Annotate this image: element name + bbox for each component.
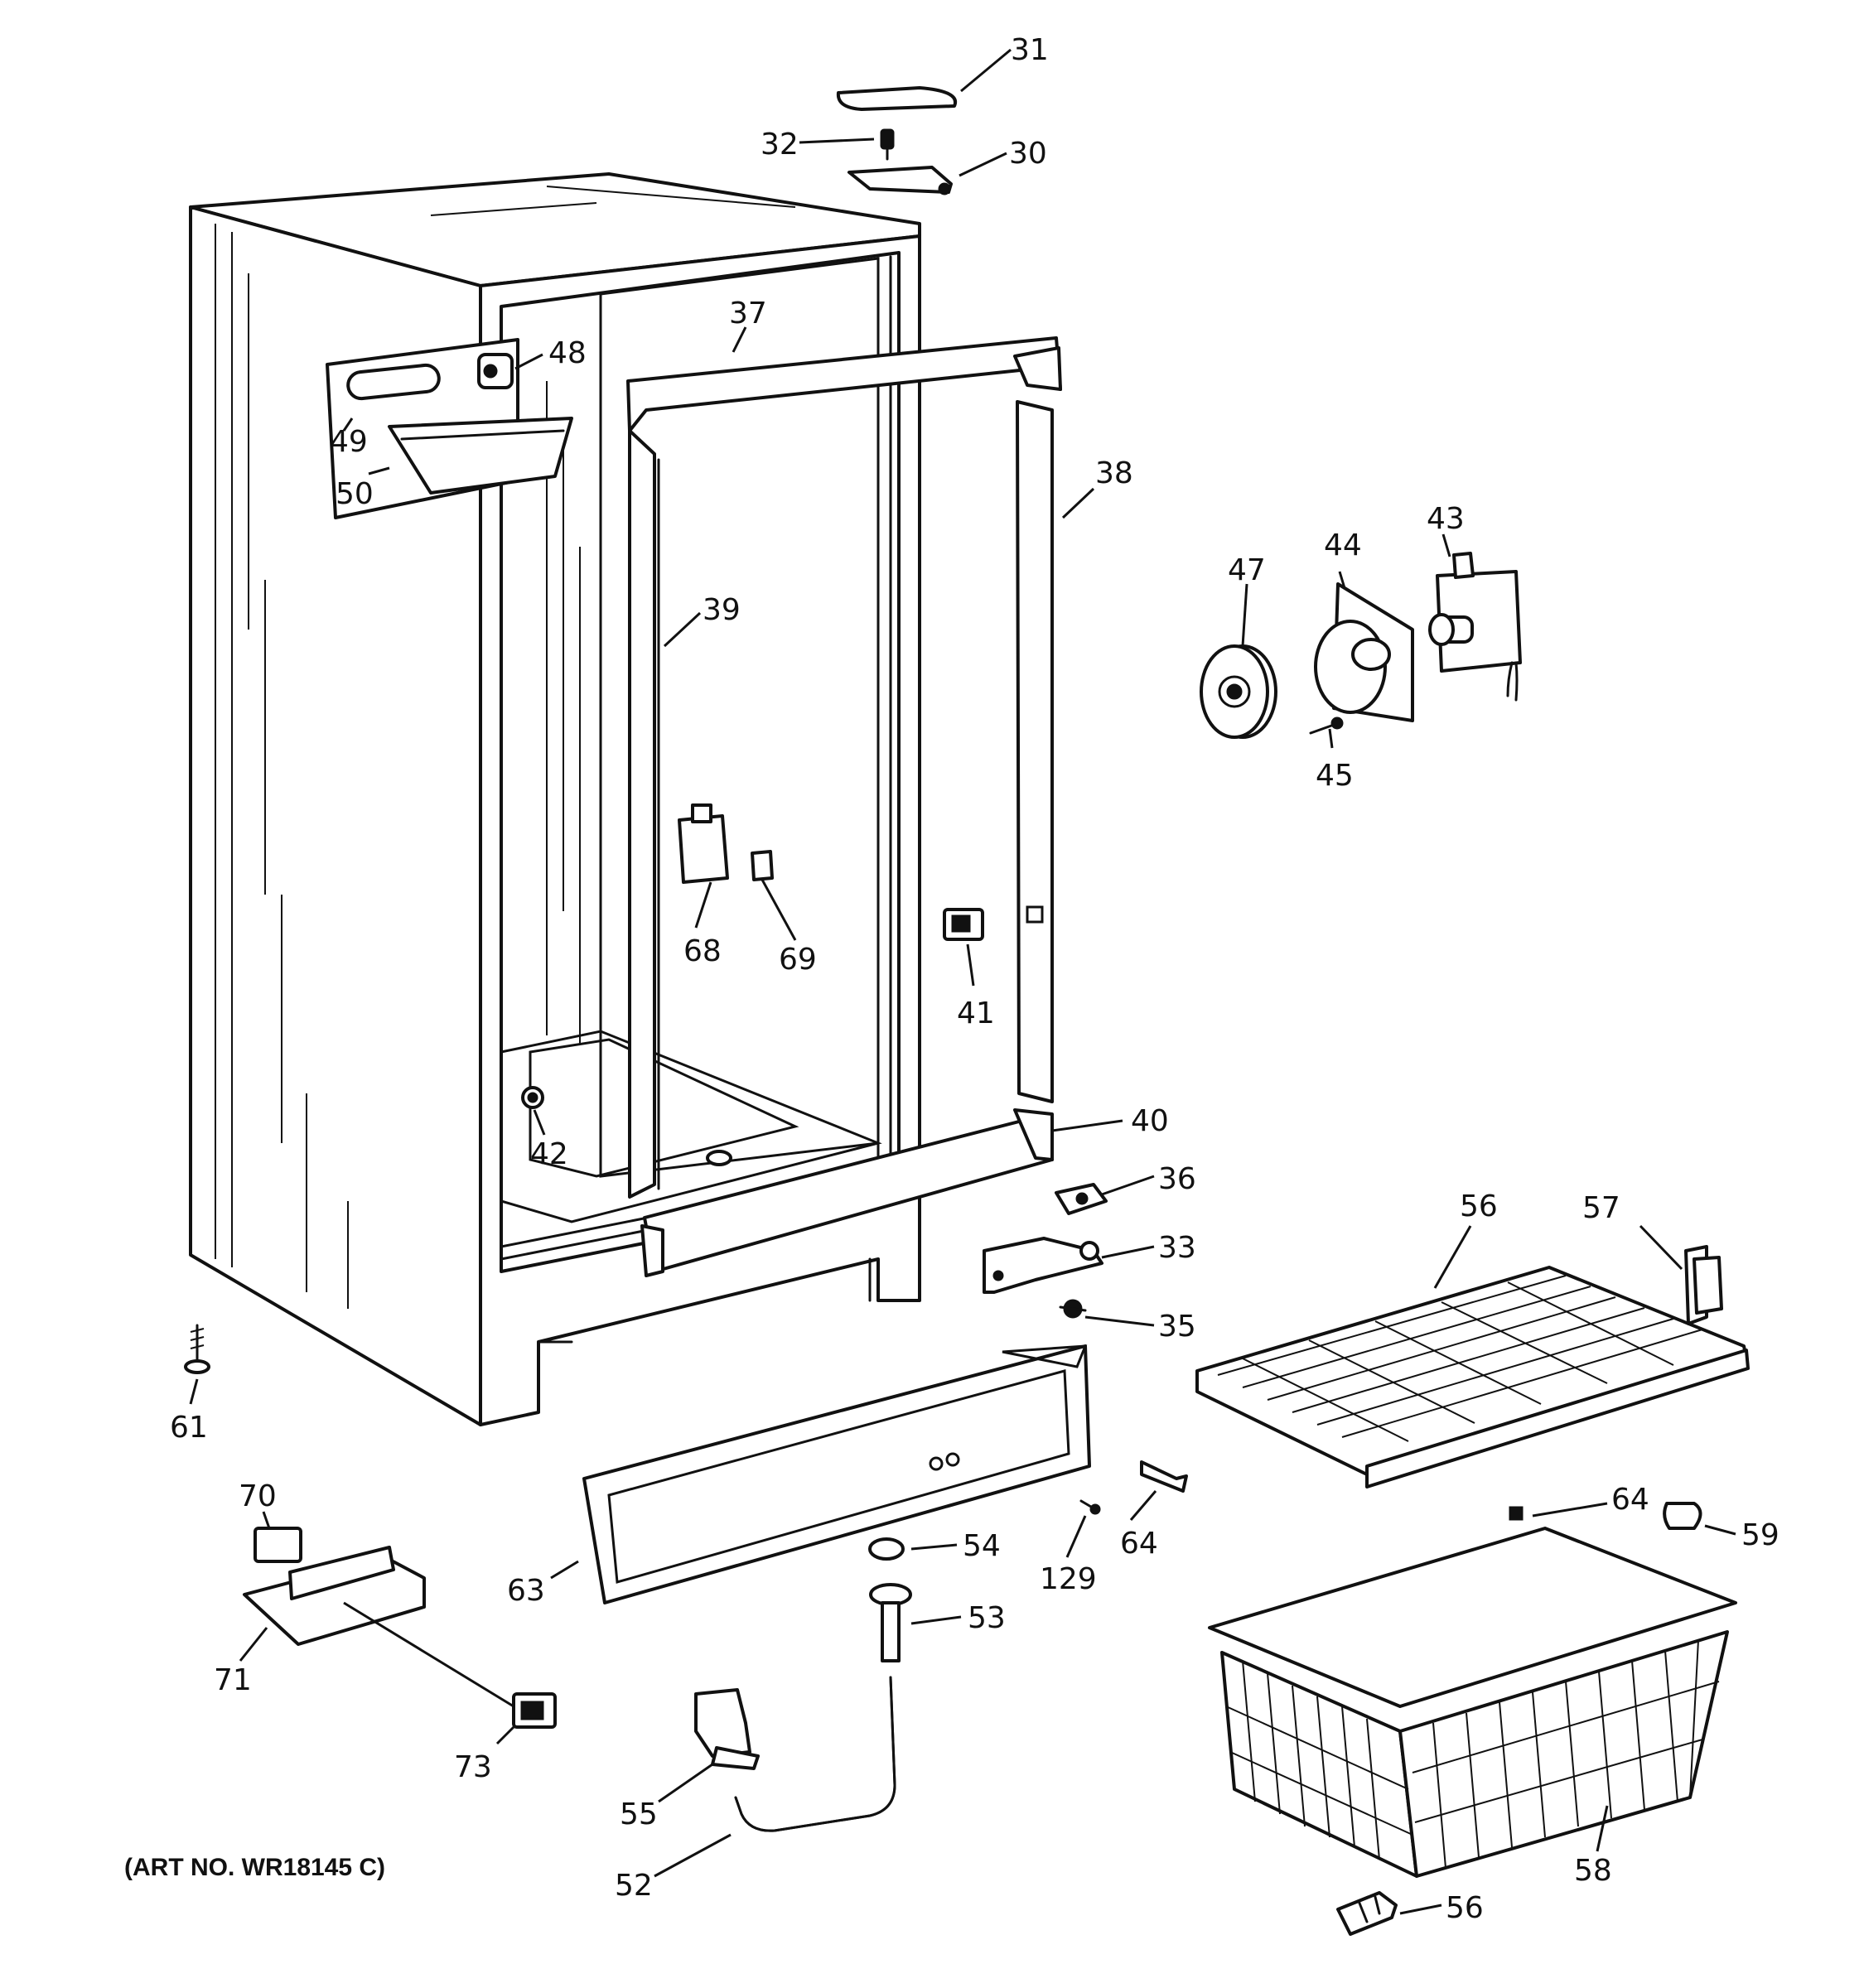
- socket-48: [477, 353, 514, 389]
- callout-44: 44: [1324, 528, 1362, 562]
- callout-31: 31: [1011, 33, 1049, 67]
- callout-71: 71: [214, 1663, 252, 1697]
- callout-57: 57: [1582, 1191, 1620, 1225]
- callout-68: 68: [683, 934, 722, 968]
- callout-52: 52: [615, 1869, 653, 1903]
- callout-30: 30: [1009, 137, 1047, 171]
- screw-32: [880, 128, 895, 161]
- callout-38: 38: [1095, 456, 1133, 490]
- pin-64: [1140, 1460, 1188, 1493]
- callout-42: 42: [530, 1137, 568, 1171]
- control-housing-44: [1314, 582, 1414, 722]
- callout-129: 129: [1040, 1562, 1097, 1596]
- wire-basket-58: [1208, 1527, 1737, 1878]
- callout-56-support: 56: [1446, 1891, 1484, 1925]
- callout-39: 39: [703, 593, 741, 627]
- callout-58: 58: [1574, 1854, 1612, 1888]
- callout-41: 41: [957, 996, 995, 1030]
- callout-33: 33: [1158, 1231, 1196, 1265]
- callout-45: 45: [1316, 759, 1354, 793]
- gasket-top-37: [626, 336, 1062, 432]
- callout-40: 40: [1131, 1104, 1169, 1138]
- callout-35: 35: [1158, 1310, 1196, 1344]
- drain-cap-54: [868, 1537, 905, 1561]
- hinge-33: [983, 1237, 1103, 1294]
- gasket-left-39: [628, 429, 660, 1199]
- callout-64-nut: 64: [1611, 1483, 1649, 1517]
- drain-tube-53: [869, 1583, 912, 1662]
- callout-55: 55: [620, 1797, 658, 1831]
- callout-63: 63: [507, 1574, 545, 1608]
- cabinet: [189, 172, 921, 1426]
- hinge-pin-36: [1055, 1183, 1108, 1215]
- callout-labels: 31 32 30 37 48 49 50 38 39 47 44 43 45 6…: [170, 33, 1779, 1925]
- callout-61: 61: [170, 1411, 208, 1445]
- thermostat-cover-68: [678, 803, 729, 884]
- callout-53: 53: [968, 1601, 1006, 1635]
- callout-70: 70: [239, 1479, 277, 1513]
- hinge-plate-30: [847, 166, 953, 195]
- callout-59: 59: [1741, 1518, 1779, 1552]
- drain-clip-55: [694, 1688, 760, 1770]
- relay-70: [254, 1527, 302, 1563]
- callout-54: 54: [963, 1529, 1001, 1563]
- callout-48: 48: [548, 336, 587, 370]
- leveling-screw-61: [184, 1324, 210, 1374]
- basket-support-56: [1336, 1891, 1398, 1936]
- callout-32: 32: [761, 128, 799, 162]
- callout-56-shelf: 56: [1460, 1189, 1498, 1223]
- switch-73: [512, 1692, 557, 1729]
- screw-45: [1309, 717, 1344, 735]
- light-shield-50: [388, 417, 573, 495]
- screw-129: [1079, 1499, 1101, 1515]
- leader-lines: [189, 48, 1736, 1915]
- gasket-right-38: [1016, 400, 1054, 1103]
- hinge-cover-31: [836, 86, 958, 111]
- callout-36: 36: [1158, 1162, 1196, 1196]
- callout-47: 47: [1228, 553, 1266, 587]
- art-number: (ART NO. WR18145 C): [124, 1854, 386, 1881]
- callout-69: 69: [779, 943, 817, 977]
- drain-plug-42: [521, 1086, 544, 1109]
- callout-37: 37: [729, 297, 767, 331]
- light-bulb-49: [346, 363, 441, 401]
- callout-49: 49: [330, 425, 368, 459]
- drain-hose-52: [734, 1676, 896, 1832]
- sensor-69: [751, 850, 774, 881]
- callout-50: 50: [336, 477, 374, 511]
- clip-59: [1663, 1502, 1702, 1530]
- screw-35: [1059, 1299, 1087, 1319]
- nut-64: [1509, 1506, 1524, 1521]
- kick-plate-63: [582, 1344, 1091, 1604]
- thermostat-43: [1428, 552, 1522, 702]
- callout-43: 43: [1427, 502, 1465, 536]
- callout-73: 73: [454, 1750, 492, 1784]
- wire-shelf-56: [1195, 1266, 1750, 1489]
- callout-64-pin: 64: [1120, 1527, 1158, 1561]
- knob-47: [1200, 644, 1277, 739]
- light-switch-41: [943, 908, 984, 941]
- shelf-support-57: [1684, 1245, 1723, 1325]
- mounting-bracket-71: [243, 1546, 426, 1646]
- gasket-bottom-40: [640, 1108, 1054, 1277]
